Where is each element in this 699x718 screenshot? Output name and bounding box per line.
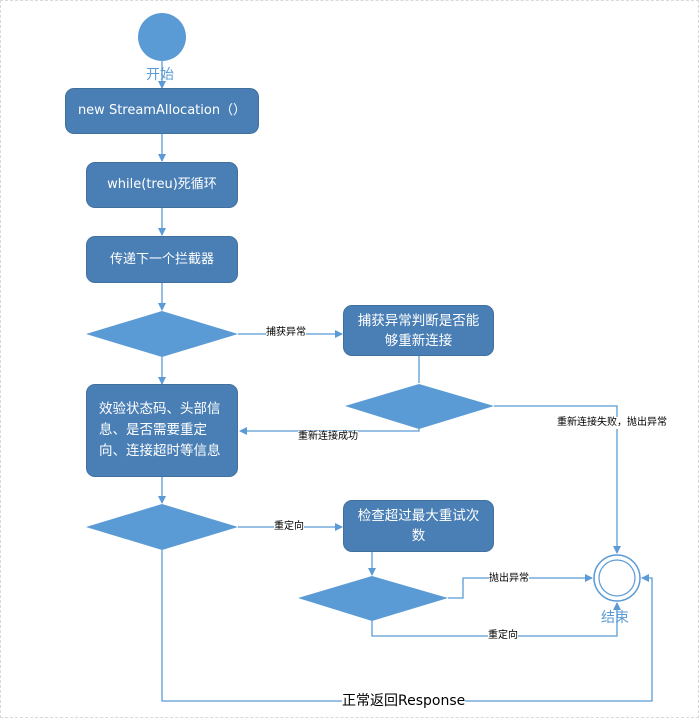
node-verify-status: 效验状态码、头部信息、是否需要重定向、连接超时等信息 [86,384,238,477]
edge-diamond3-normal-return [161,550,653,702]
start-circle-icon [138,13,186,61]
edge-label-redirect-1: 重定向 [274,521,304,533]
node-pass-interceptor: 传递下一个拦截器 [86,236,238,283]
start-label: 开始 [146,67,174,83]
decision-diamond-3 [86,504,238,550]
node-catch-judge: 捕获异常判断是否能够重新连接 [343,305,494,356]
edge-label-reconnect-success: 重新连接成功 [298,431,358,443]
edge-label-throw-exception: 抛出异常 [489,573,529,585]
node-new-stream-allocation: new StreamAllocation（） [65,88,259,134]
end-double-circle-icon [593,554,641,602]
decision-diamond-2 [345,384,494,429]
decision-diamond-4 [298,576,448,621]
edge-label-normal-return: 正常返回Response [342,693,466,709]
node-check-retry: 检查超过最大重试次数 [343,500,494,552]
edge-diamond2-end [494,405,621,554]
node-while-loop: while(treu)死循环 [86,162,238,208]
edge-label-catch-exception: 捕获异常 [266,327,306,339]
decision-diamond-1 [86,311,238,357]
end-label: 结束 [601,610,629,626]
edge-label-reconnect-fail: 重新连接失败，抛出异常 [557,417,667,429]
edge-label-redirect-2: 重定向 [488,630,518,642]
